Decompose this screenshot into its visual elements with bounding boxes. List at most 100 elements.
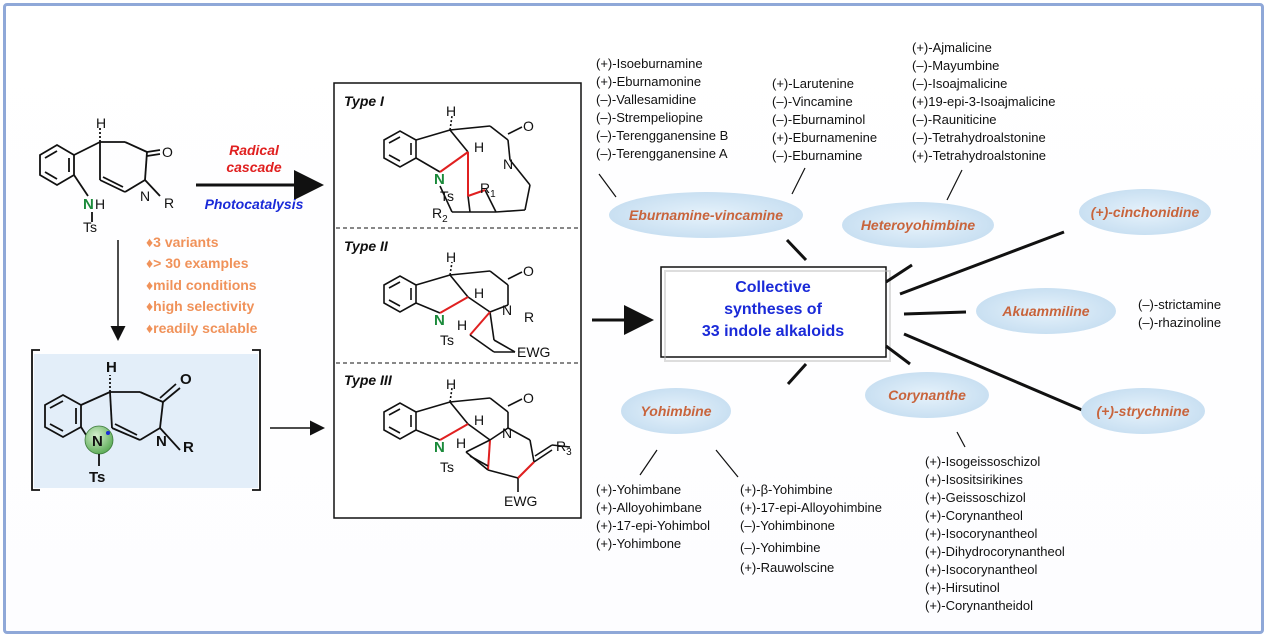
sm-indoline-nitrogen: N	[83, 196, 94, 213]
compound: (–)-Strempeliopine	[596, 110, 703, 125]
int-nitrogen: N	[92, 433, 103, 450]
category-cinchonidine: (+)-cinchonidine	[1091, 204, 1200, 220]
sm-r-group: R	[164, 195, 174, 211]
center-text-1: Collective	[735, 279, 811, 296]
t1-r2: R2	[432, 205, 448, 225]
yohimbine-list-a: (+)-Yohimbane (+)-Alloyohimbane (+)-17-e…	[596, 482, 710, 551]
compound: (+)-Larutenine	[772, 76, 854, 91]
t3-hydrogen-2: H	[474, 412, 484, 428]
leader-lines	[598, 167, 966, 478]
compound: (–)-Terengganensine B	[596, 128, 728, 143]
t3-indoline-nitrogen: N	[434, 439, 445, 456]
intermediate-background	[34, 354, 258, 488]
arrow-label-photocatalysis: Photocatalysis	[205, 196, 304, 212]
sm-tosyl: Ts	[83, 219, 97, 235]
sm-nitrogen: N	[140, 188, 150, 204]
t2-hydrogen-2: H	[474, 285, 484, 301]
compound: (+)-Hirsutinol	[925, 580, 1000, 595]
category-cinchonidine-ellipse	[1079, 189, 1211, 235]
compound: (–)-rhazinoline	[1138, 315, 1221, 330]
compound: (–)-Rauniticine	[912, 112, 997, 127]
center-text-3: 33 indole alkaloids	[702, 323, 844, 340]
t3-tosyl: Ts	[440, 459, 454, 475]
type-2-new-bonds	[439, 296, 491, 336]
t3-hydrogen: H	[446, 376, 456, 392]
type-1-new-bonds	[439, 151, 486, 197]
t3-hydrogen-3: H	[456, 435, 466, 451]
compound: (+)-Isocorynantheol	[925, 526, 1037, 541]
sm-hydrogen: H	[96, 115, 106, 131]
compound: (+)-Corynantheidol	[925, 598, 1033, 613]
compound: (–)-Terengganensine A	[596, 146, 728, 161]
t1-tosyl: Ts	[440, 188, 454, 204]
yohimbine-list-b: (+)-β-Yohimbine (+)-17-epi-Alloyohimbine…	[740, 482, 882, 575]
center-box	[660, 266, 887, 358]
t3-oxygen: O	[523, 390, 534, 406]
category-akuammiline: Akuammiline	[1001, 303, 1089, 319]
type-2-alkene	[469, 334, 495, 353]
compound: (–)-Eburnamine	[772, 148, 862, 163]
t1-oxygen: O	[523, 118, 534, 134]
type-3-bond	[465, 439, 491, 453]
types-box	[333, 82, 582, 519]
t2-ewg: EWG	[517, 344, 550, 360]
category-yohimbine-ellipse	[621, 388, 731, 434]
starting-material	[39, 128, 161, 222]
category-akuammiline-ellipse	[976, 288, 1116, 334]
radical-intermediate	[44, 375, 181, 451]
compound: (+)-Tetrahydroalstonine	[912, 148, 1046, 163]
category-eburnamine-ellipse	[609, 192, 803, 238]
feature-item: ♦readily scalable	[146, 320, 258, 336]
compound: (+)-Eburnamenine	[772, 130, 877, 145]
compound: (+)-Isocorynantheol	[925, 562, 1037, 577]
compound: (–)-Eburnaminol	[772, 112, 865, 127]
t1-hydrogen-2: H	[474, 139, 484, 155]
type-3-label: Type III	[344, 372, 393, 388]
compound: (+)-17-epi-Alloyohimbine	[740, 500, 882, 515]
t1-nitrogen: N	[503, 156, 513, 172]
category-corynanthe-ellipse	[865, 372, 989, 418]
eburnamine-list-a: (+)-Isoeburnamine (+)-Eburnamonine (–)-V…	[596, 56, 728, 161]
corynanthe-list: (+)-Isogeissoschizol (+)-Isositsirikines…	[925, 454, 1065, 613]
t2-tosyl: Ts	[440, 332, 454, 348]
type-3-bond	[469, 455, 489, 467]
t3-nitrogen: N	[502, 425, 512, 441]
t2-indoline-nitrogen: N	[434, 312, 445, 329]
compound: (+)-Isogeissoschizol	[925, 454, 1040, 469]
t2-hydrogen-3: H	[457, 317, 467, 333]
compound: (–)-Yohimbinone	[740, 518, 835, 533]
int-hydrogen: H	[106, 359, 117, 376]
arrow-label-cascade: cascade	[226, 159, 281, 175]
compound: (–)-Tetrahydroalstonine	[912, 130, 1046, 145]
compound: (+)-17-epi-Yohimbol	[596, 518, 710, 533]
category-corynanthe: Corynanthe	[888, 387, 966, 403]
t2-nitrogen: N	[502, 302, 512, 318]
int-tosyl: Ts	[89, 469, 105, 486]
akuammiline-list: (–)-strictamine (–)-rhazinoline	[1138, 297, 1221, 330]
compound: (–)-Vallesamidine	[596, 92, 696, 107]
compound: (+)-Dihydrocorynantheol	[925, 544, 1065, 559]
t2-hydrogen: H	[446, 249, 456, 265]
feature-list: ♦3 variants ♦> 30 examples ♦mild conditi…	[146, 234, 258, 336]
compound: (+)-Eburnamonine	[596, 74, 701, 89]
compound: (–)-strictamine	[1138, 297, 1221, 312]
category-strychnine: (+)-strychnine	[1097, 403, 1190, 419]
heteroyohimbine-list: (+)-Ajmalicine (–)-Mayumbine (–)-Isoajma…	[912, 40, 1055, 163]
sm-oxygen: O	[162, 144, 173, 160]
feature-item: ♦high selectivity	[146, 298, 255, 314]
t3-r3: R3	[556, 438, 572, 458]
type-3-bond	[465, 451, 489, 471]
t2-r-group: R	[524, 309, 534, 325]
type-1-label: Type I	[344, 93, 385, 109]
compound: (+)-Alloyohimbane	[596, 500, 702, 515]
int-oxygen: O	[180, 371, 192, 388]
center-text-2: syntheses of	[724, 301, 822, 318]
type-3-structure	[383, 387, 571, 492]
int-r-group: R	[183, 439, 194, 456]
category-strychnine-ellipse	[1081, 388, 1205, 434]
type-2-structure	[383, 261, 523, 353]
radical-dot	[106, 431, 110, 435]
intermediate-brackets	[31, 349, 261, 491]
eburnamine-list-b: (+)-Larutenine (–)-Vincamine (–)-Eburnam…	[772, 76, 877, 163]
